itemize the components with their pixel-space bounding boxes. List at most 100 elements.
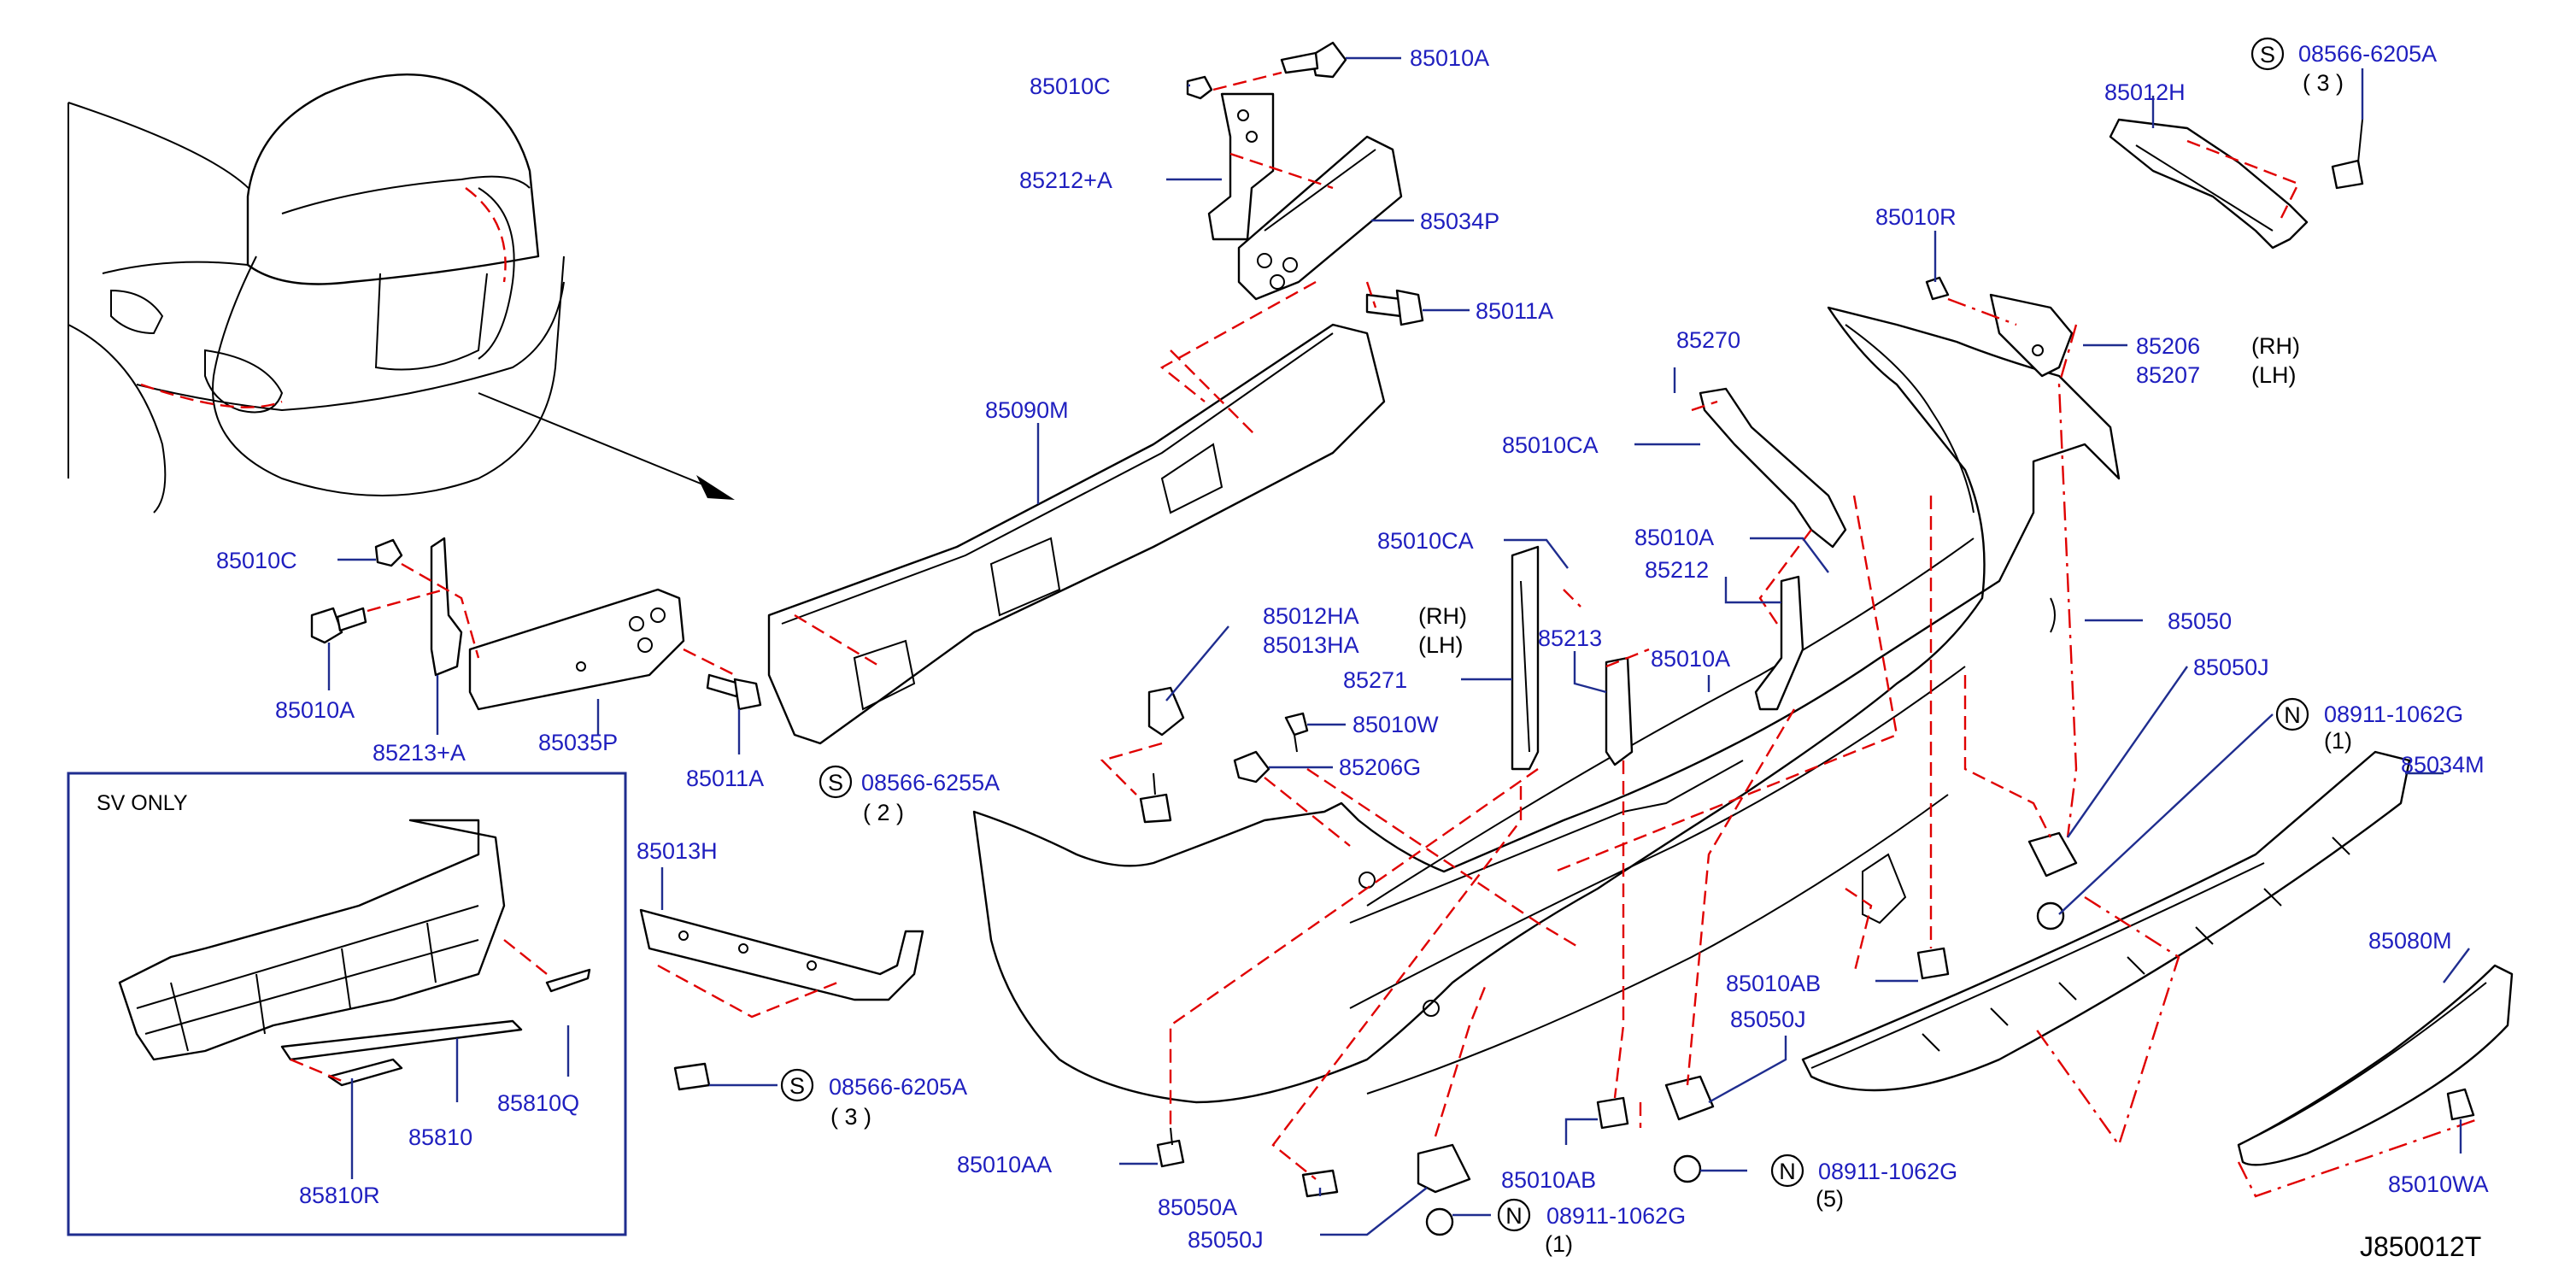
- symbol-n-text: N: [1505, 1203, 1523, 1229]
- label-n08911-1062g-bottom: 08911-1062G: [1546, 1203, 1686, 1229]
- label-85212a: 85212+A: [1019, 167, 1112, 193]
- bracket-85213-center: [1605, 656, 1634, 766]
- bracket-85271: [1511, 545, 1540, 771]
- symbol-n-right: N: [2275, 697, 2309, 731]
- dash-left-2: [367, 588, 445, 613]
- bolt-85011a-left: [706, 673, 762, 711]
- label-85013ha-side: (LH): [1418, 632, 1464, 658]
- label-85213: 85213: [1538, 625, 1602, 651]
- retainer-85050j-2: [1664, 1075, 1715, 1121]
- label-s08566-6205a-left-qty: ( 3 ): [830, 1104, 871, 1130]
- leader-lines: [327, 56, 2470, 1236]
- screw-08566-top-right: [2331, 119, 2364, 190]
- label-85010a-mid2: 85010A: [1634, 525, 1714, 550]
- label-85012h: 85012H: [2104, 79, 2186, 105]
- label-85050j-bottom: 85050J: [1188, 1227, 1264, 1253]
- bracket-85212a: [1207, 92, 1275, 241]
- bolt-85010ab-2: [1916, 947, 1950, 980]
- label-85270: 85270: [1676, 327, 1740, 353]
- label-85050a: 85050A: [1158, 1195, 1237, 1220]
- symbol-s-08566-6205a-top: S: [2250, 37, 2285, 71]
- washer-85010c-top: [1186, 75, 1213, 100]
- label-n08911-1062g-mid: 08911-1062G: [1818, 1159, 1957, 1184]
- bolt-85011a-top: [1365, 289, 1424, 326]
- label-85034p: 85034P: [1420, 208, 1499, 234]
- garnish-85080m: [2237, 964, 2514, 1198]
- label-n08911-1062g-right-qty: (1): [2324, 728, 2352, 754]
- absorber-85090m: [767, 323, 1386, 745]
- label-85206g: 85206G: [1339, 754, 1421, 780]
- label-85010c-top: 85010C: [1030, 73, 1111, 99]
- bracket-85213a: [430, 537, 463, 677]
- bumper-fascia-85050: [972, 306, 2121, 1104]
- label-85207: 85207: [2136, 362, 2200, 388]
- label-85013ha: 85013HA: [1263, 632, 1359, 658]
- label-85213a: 85213+A: [373, 740, 466, 766]
- clip-85206g: [1233, 750, 1270, 784]
- label-85010r: 85010R: [1875, 204, 1957, 230]
- label-85206: 85206: [2136, 333, 2200, 359]
- bolt-85010a-left: [310, 607, 367, 644]
- label-85013h: 85013H: [637, 838, 718, 864]
- label-85010ab-1: 85010AB: [1501, 1167, 1596, 1193]
- label-85810r: 85810R: [299, 1183, 380, 1208]
- label-85010a-left: 85010A: [275, 697, 355, 723]
- label-85010ca-2: 85010CA: [1502, 432, 1599, 458]
- label-85810q: 85810Q: [497, 1090, 579, 1116]
- label-85010a-mid: 85010A: [1651, 646, 1730, 672]
- bracket-85212-center: [1754, 575, 1804, 711]
- symbol-s-08566-6205a-left: S: [780, 1068, 814, 1102]
- bracket-85034p: [1237, 135, 1403, 301]
- reinforcement-85035p: [468, 588, 685, 711]
- label-85010c-left: 85010C: [216, 548, 297, 573]
- label-85080m: 85080M: [2368, 928, 2452, 954]
- retainer-85013h: [639, 908, 924, 1019]
- label-n08911-1062g-right: 08911-1062G: [2324, 702, 2463, 727]
- dash-top: [1212, 71, 1377, 308]
- label-n08911-1062g-bottom-qty: (1): [1545, 1231, 1573, 1257]
- label-85010ab-2: 85010AB: [1726, 971, 1821, 996]
- inset-sv-only: [67, 772, 627, 1236]
- label-85271: 85271: [1343, 667, 1407, 693]
- pin-85010w: [1284, 712, 1309, 753]
- label-85035p: 85035P: [538, 730, 618, 755]
- label-s08566-6205a-top: 08566-6205A: [2298, 41, 2437, 67]
- label-85034m: 85034M: [2401, 752, 2485, 778]
- retainer-85050j-3: [2027, 831, 2078, 878]
- nut-08911-1: [1425, 1207, 1454, 1236]
- symbol-n-mid: N: [1770, 1154, 1804, 1188]
- symbol-s-text: S: [828, 770, 843, 795]
- label-85810: 85810: [408, 1124, 472, 1150]
- label-85010aa: 85010AA: [957, 1152, 1052, 1177]
- label-85012ha: 85012HA: [1263, 603, 1359, 629]
- washer-85010c-left: [374, 538, 403, 567]
- diagram-id: J850012T: [2360, 1231, 2481, 1262]
- symbol-n-bottom: N: [1497, 1198, 1531, 1232]
- label-85090m: 85090M: [985, 397, 1069, 423]
- label-85050: 85050: [2168, 608, 2232, 634]
- label-85050j-mid: 85050J: [1730, 1007, 1806, 1032]
- bracket-85206: [1989, 293, 2074, 378]
- dash-left-3: [683, 648, 736, 677]
- label-s08566-6255a: 08566-6255A: [861, 770, 1000, 795]
- rivet-85010wa: [2446, 1088, 2475, 1121]
- nut-08911-3: [2036, 901, 2065, 930]
- clip-85012ha: [1147, 686, 1185, 737]
- label-85010a-top: 85010A: [1410, 45, 1489, 71]
- label-85012ha-side: (RH): [1418, 603, 1467, 629]
- assembly-lines: [1100, 297, 2078, 1180]
- label-s08566-6205a-top-qty: ( 3 ): [2303, 70, 2344, 96]
- bracket-85012h: [2109, 118, 2309, 249]
- bolt-85010r: [1925, 276, 1950, 301]
- bolt-85010a-top: [1280, 41, 1347, 79]
- retainer-85050j-1: [1417, 1143, 1471, 1194]
- symbol-s-text: S: [789, 1073, 805, 1099]
- symbol-s-text: S: [2260, 42, 2275, 68]
- label-85010wa: 85010WA: [2388, 1171, 2489, 1197]
- inset-title: SV ONLY: [97, 791, 188, 815]
- nut-08911-2: [1673, 1154, 1702, 1183]
- label-85011a-top: 85011A: [1476, 298, 1553, 324]
- screw-85010aa: [1156, 1127, 1185, 1168]
